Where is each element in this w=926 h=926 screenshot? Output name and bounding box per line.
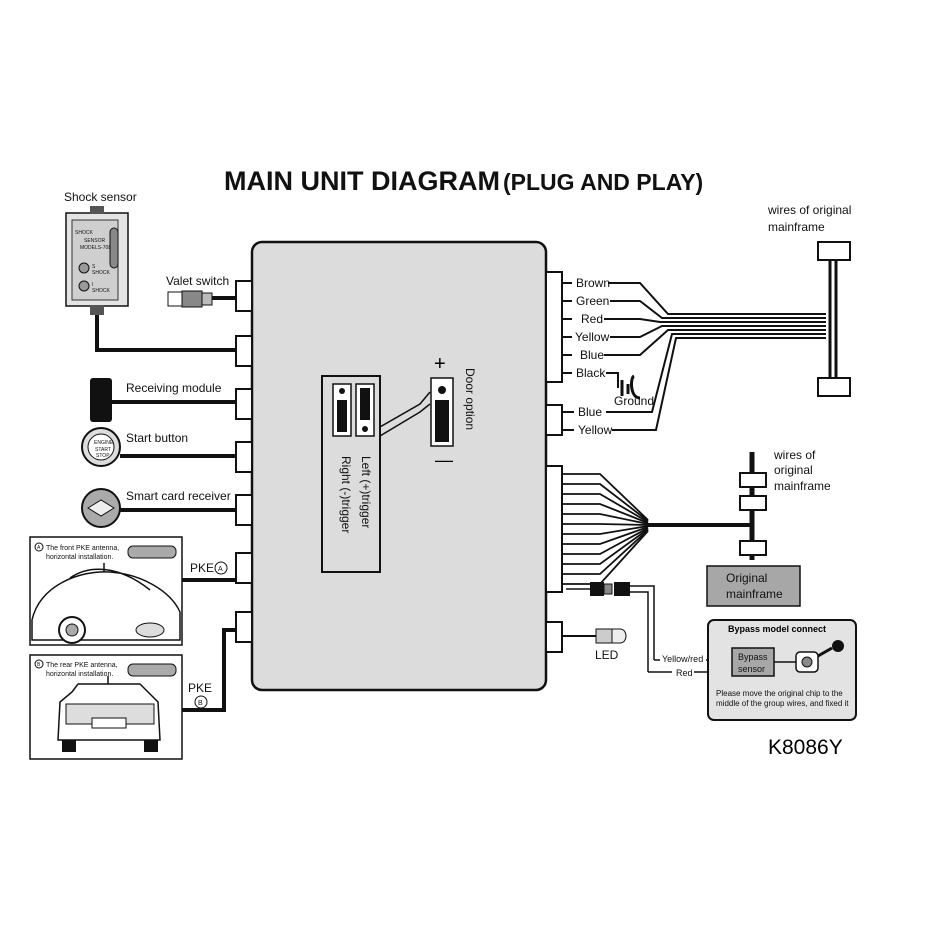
- smart-card-receiver-label: Smart card receiver: [126, 489, 231, 503]
- right-trigger-label: Right (-)trigger: [339, 456, 353, 533]
- diagram-title: MAIN UNIT DIAGRAM: [224, 166, 500, 196]
- svg-text:horizontal installation.: horizontal installation.: [46, 671, 113, 678]
- svg-text:MODELS-708: MODELS-708: [80, 245, 111, 251]
- svg-text:Bypass: Bypass: [738, 652, 768, 662]
- svg-text:sensor: sensor: [738, 664, 765, 674]
- svg-text:Yellow: Yellow: [575, 330, 610, 344]
- svg-text:STOP: STOP: [96, 453, 110, 459]
- top-wires: [562, 282, 826, 374]
- orig-mainframe-mid-label-3: mainframe: [774, 479, 831, 493]
- svg-text:The front PKE antenna,: The front PKE antenna,: [46, 545, 119, 552]
- left-connectors: [235, 280, 253, 643]
- plus-sign: +: [434, 353, 446, 375]
- svg-text:Blue: Blue: [580, 348, 604, 362]
- door-option-label: Door option: [463, 368, 477, 430]
- yellow-red-label: Yellow/red: [662, 654, 703, 664]
- svg-text:SHOCK: SHOCK: [92, 270, 110, 276]
- svg-text:SENSOR: SENSOR: [84, 238, 106, 244]
- shock-sensor-wire: [95, 315, 236, 352]
- orig-mainframe-top-label-1: wires of original: [767, 203, 851, 217]
- bypass-model-box: [707, 619, 857, 721]
- start-button-device: ENGINE START STOP: [81, 427, 121, 467]
- svg-text:ENGINE: ENGINE: [94, 440, 114, 446]
- mid-mainframe-connector: [739, 452, 767, 560]
- orig-mainframe-mid-label-2: original: [774, 463, 813, 477]
- original-mainframe-label-2: mainframe: [726, 587, 783, 601]
- receiving-module-label: Receiving module: [126, 381, 222, 395]
- orig-mainframe-mid-label-1: wires of: [773, 448, 816, 462]
- start-button-label: Start button: [126, 431, 188, 445]
- led-device: [595, 628, 627, 644]
- pke-a-label: PKE: [190, 561, 214, 575]
- svg-text:horizontal installation.: horizontal installation.: [46, 554, 113, 561]
- svg-text:SHOCK: SHOCK: [92, 288, 110, 294]
- shock-sensor-device: SHOCK SENSOR MODELS-708 S SHOCK I SHOCK: [65, 206, 129, 315]
- diagram-subtitle: (PLUG AND PLAY): [503, 169, 703, 195]
- svg-text:B: B: [37, 662, 41, 668]
- bypass-note-2: middle of the group wires, and fixed it: [716, 699, 849, 708]
- svg-text:Black: Black: [576, 366, 606, 380]
- svg-text:START: START: [95, 447, 111, 453]
- svg-text:SHOCK: SHOCK: [75, 230, 93, 236]
- receiving-module-device: [90, 378, 112, 422]
- bypass-plug: [566, 582, 655, 672]
- valet-switch-device: [167, 290, 213, 308]
- svg-text:Red: Red: [581, 312, 603, 326]
- original-mainframe-box: [706, 565, 801, 607]
- minus-sign: —: [435, 450, 453, 470]
- bypass-note-1: Please move the original chip to the: [716, 689, 843, 698]
- middle-harness: [562, 473, 649, 585]
- ground-wire: [606, 372, 619, 388]
- main-unit-box: [250, 240, 548, 692]
- svg-text:B: B: [198, 700, 203, 707]
- svg-text:Brown: Brown: [576, 276, 610, 290]
- svg-text:S: S: [92, 264, 96, 270]
- svg-text:A: A: [37, 545, 41, 551]
- svg-text:A: A: [218, 566, 223, 573]
- valet-switch-label: Valet switch: [166, 274, 229, 288]
- front-pke-panel: A The front PKE antenna, horizontal inst…: [29, 536, 183, 646]
- svg-text:I: I: [92, 282, 93, 288]
- red-label: Red: [676, 668, 693, 678]
- right-connectors: [545, 271, 563, 653]
- left-trigger-label: Left (+)trigger: [359, 456, 373, 528]
- svg-text:Green: Green: [576, 294, 609, 308]
- led-label: LED: [595, 648, 619, 662]
- ground-label: Ground: [614, 394, 654, 408]
- original-mainframe-label-1: Original: [726, 571, 767, 585]
- pke-b-label: PKE: [188, 681, 212, 695]
- mid-wire-yellow: Yellow: [578, 423, 613, 437]
- bypass-title: Bypass model connect: [728, 624, 826, 634]
- top-wire-labels: Brown Green Red Yellow Blue Black: [575, 276, 610, 380]
- shock-sensor-label: Shock sensor: [64, 190, 137, 204]
- orig-mainframe-top-label-2: mainframe: [768, 220, 825, 234]
- mid-wire-blue: Blue: [578, 405, 602, 419]
- svg-text:The rear PKE antenna,: The rear PKE antenna,: [46, 662, 118, 669]
- rear-pke-panel: B The rear PKE antenna, horizontal insta…: [29, 654, 183, 760]
- ground-symbol: [620, 374, 641, 400]
- smart-card-receiver-device: [81, 488, 121, 528]
- model-number: K8086Y: [768, 736, 843, 759]
- ignition-key-icon: [795, 640, 844, 673]
